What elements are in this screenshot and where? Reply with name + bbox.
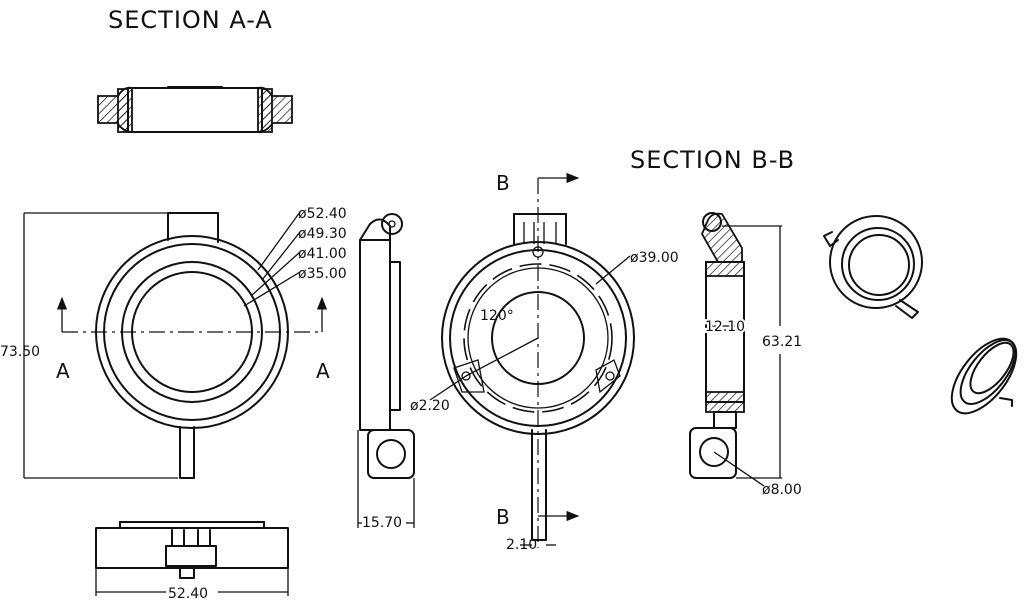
dim-height-63-21: 63.21	[762, 334, 802, 350]
label-b-top: B	[496, 171, 510, 195]
dim-d39-00: ø39.00	[630, 250, 679, 266]
section-bb-side-view	[689, 212, 782, 487]
section-aa-view	[97, 86, 293, 133]
dim-pin-2-10: 2.10	[506, 537, 537, 553]
side-view	[357, 213, 415, 528]
label-b-bottom: B	[496, 505, 510, 529]
section-bb-front-view	[429, 172, 635, 548]
section-bb-title: SECTION B-B	[630, 146, 795, 174]
label-a-right: A	[316, 359, 330, 383]
isometric-view-bottom	[950, 337, 1018, 415]
front-view	[23, 211, 328, 479]
dim-angle-120: 120°	[480, 308, 514, 324]
dim-inner-12-10: 12.10	[705, 319, 745, 335]
dim-height-73-50: 73.50	[0, 344, 40, 360]
isometric-view-top	[823, 215, 923, 319]
section-aa-title: SECTION A-A	[108, 6, 273, 34]
dim-d35-00: ø35.00	[298, 266, 347, 282]
dim-d2-20: ø2.20	[410, 398, 450, 414]
dim-width-52-40: 52.40	[168, 586, 208, 602]
dim-d8-00: ø8.00	[762, 482, 802, 498]
dim-d52-40: ø52.40	[298, 206, 347, 222]
dim-d41-00: ø41.00	[298, 246, 347, 262]
dim-d49-30: ø49.30	[298, 226, 347, 242]
dim-width-15-70: 15.70	[362, 515, 402, 531]
bottom-view	[95, 521, 289, 596]
label-a-left: A	[56, 359, 70, 383]
